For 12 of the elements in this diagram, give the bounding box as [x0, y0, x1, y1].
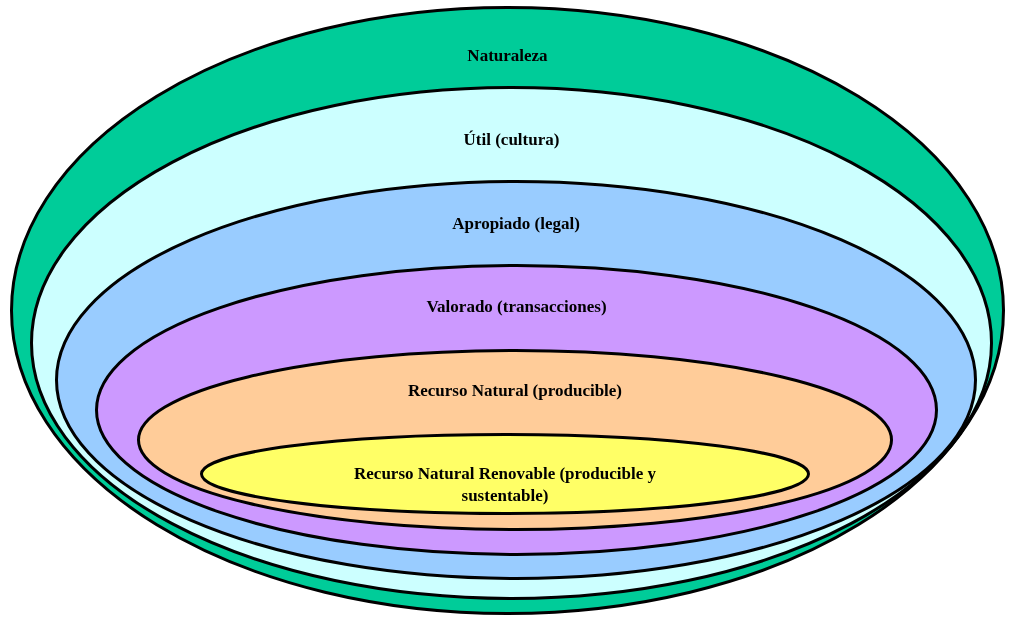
nested-ellipse	[10, 6, 1005, 615]
ellipse-label: Apropiado (legal)	[451, 213, 581, 235]
nested-ellipse	[55, 180, 977, 580]
ellipse-label: Útil (cultura)	[462, 129, 561, 151]
ellipse-label: Recurso Natural (producible)	[406, 380, 624, 402]
nested-ellipse	[137, 349, 893, 531]
ellipse-label: Recurso Natural Renovable (producible y sustentable)	[353, 463, 657, 507]
nested-ellipse	[200, 433, 810, 515]
nested-ellipse	[95, 264, 938, 556]
nested-ellipse	[30, 86, 993, 600]
ellipse-label: Naturaleza	[466, 45, 549, 67]
ellipse-label: Valorado (transacciones)	[425, 296, 608, 318]
